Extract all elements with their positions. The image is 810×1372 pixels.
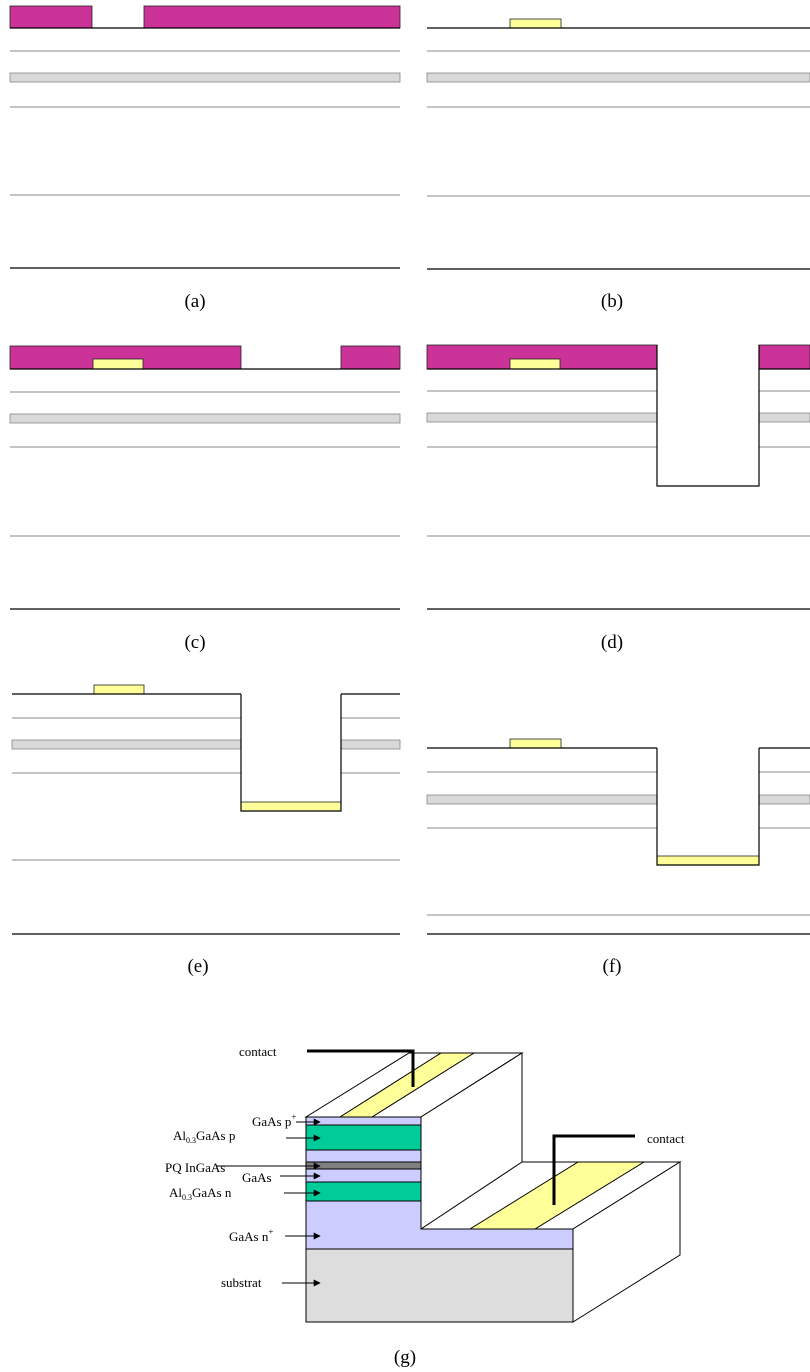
caption-a: (a) [184,291,205,312]
metal-contact [93,684,145,695]
quantum-well-layer [9,413,401,424]
pq-ingaas-layer [305,1161,422,1170]
quantum-well-layer [426,72,810,83]
panel-b: (b) [426,18,810,312]
quantum-well-layer [11,739,242,750]
gaas-p-plus-layer [305,1116,422,1126]
contact-label-right: contact [647,1131,685,1146]
metal-contact [92,358,144,370]
substrate-layer [305,1248,574,1323]
resist-right [340,345,401,370]
label-algaas-p: Al0.3GaAs p [173,1128,235,1145]
algaas-n-layer [305,1181,422,1202]
resist-right [143,5,401,29]
caption-c: (c) [184,632,205,653]
contact-wire-left [307,1049,415,1087]
label-substrat: substrat [221,1275,262,1290]
quantum-well-layer [758,794,810,805]
label-pq-ingaas: PQ InGaAs [165,1160,225,1175]
algaas-p-layer [305,1124,422,1151]
etched-trench [656,748,760,866]
label-gaas-n-plus: GaAs n+ [229,1227,273,1244]
panel-e: (e) [11,684,401,977]
gaas-layer [305,1168,422,1183]
contact-wire-right [552,1134,635,1205]
caption-f: (f) [603,956,622,977]
quantum-well-layer [9,72,401,83]
contact-label-left: contact [239,1044,277,1059]
caption-g: (g) [394,1347,416,1368]
bottom-metal-contact [656,855,760,866]
metal-contact [509,18,562,29]
resist-left [9,5,93,29]
panel-c: (c) [9,345,401,653]
caption-b: (b) [601,291,623,312]
panel-a: (a) [9,5,401,312]
caption-e: (e) [187,956,208,977]
label-algaas-n: Al0.3GaAs n [169,1185,232,1202]
quantum-well-layer [340,739,401,750]
quantum-well-layer [426,412,658,423]
etched-trench [656,345,760,487]
label-gaas-p-plus: GaAs p+ [252,1112,296,1129]
panel-d: (d) [426,344,810,653]
panel-g-device: contact contact GaAs p+ Al0.3GaAs p PQ I… [165,1044,685,1368]
panel-f: (f) [426,738,810,977]
gaas-spacer-layer [305,1149,422,1163]
quantum-well-layer [758,412,810,423]
bottom-metal-contact [240,801,342,812]
etched-trench [240,694,342,812]
quantum-well-layer [426,794,658,805]
resist-right [758,344,810,370]
caption-d: (d) [601,632,623,653]
label-gaas: GaAs [242,1170,272,1185]
metal-contact [509,738,562,749]
metal-contact [509,358,561,370]
